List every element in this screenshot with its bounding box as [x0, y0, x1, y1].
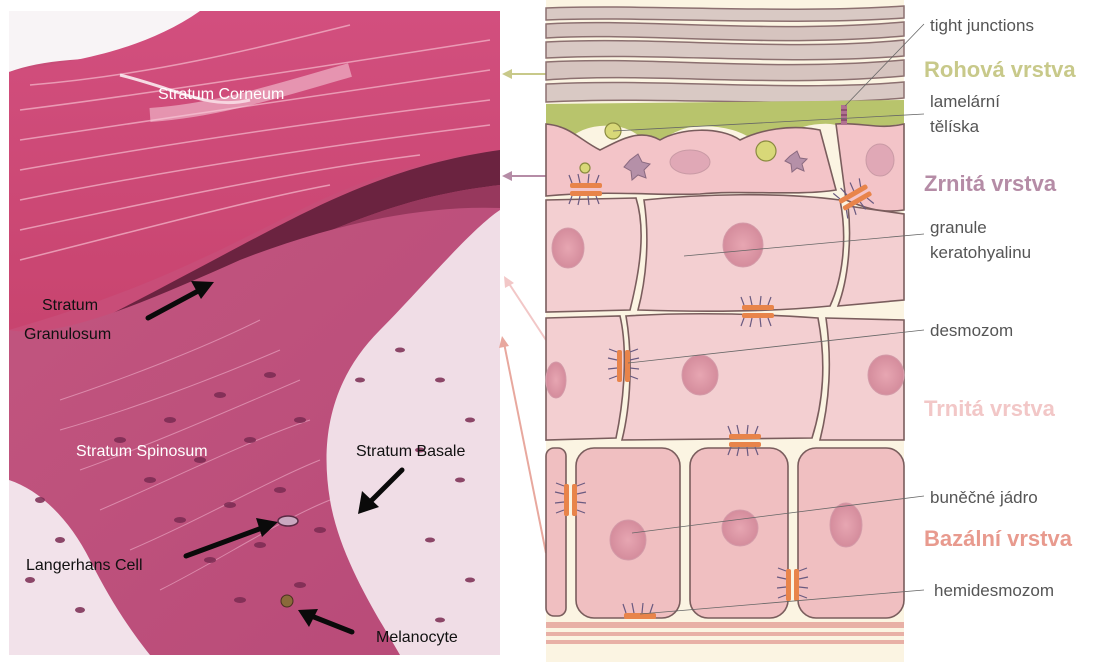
- connector-spinosum: [504, 276, 546, 340]
- label-trnita-vrstva: Trnitá vrstva: [924, 396, 1056, 421]
- schematic-panel: [546, 0, 904, 662]
- label-lamellar-line2: tělíska: [930, 117, 980, 136]
- label-hemidesmosome: hemidesmozom: [934, 581, 1054, 600]
- label-rohova-vrstva: Rohová vrstva: [924, 57, 1076, 82]
- label-langerhans-cell: Langerhans Cell: [26, 557, 143, 574]
- label-stratum-basale: Stratum Basale: [356, 443, 465, 460]
- label-stratum-granulosum-line1: Stratum: [42, 297, 98, 314]
- label-nucleus: buněčné jádro: [930, 488, 1038, 507]
- label-stratum-granulosum-line2: Granulosum: [24, 326, 111, 343]
- label-granules-line1: granule: [930, 218, 987, 237]
- label-lamellar-line1: lamelární: [930, 92, 1000, 111]
- panel-connectors: [499, 69, 546, 553]
- micrograph-panel: Stratum Corneum Stratum Granulosum Strat…: [9, 11, 500, 655]
- langerhans-cell-marker: [278, 516, 298, 526]
- label-stratum-corneum: Stratum Corneum: [158, 86, 284, 103]
- label-granules-line2: keratohyalinu: [930, 243, 1031, 262]
- label-bazalni-vrstva: Bazální vrstva: [924, 526, 1073, 551]
- connector-basale: [499, 336, 546, 553]
- tight-junction: [841, 105, 847, 125]
- label-tight-junctions: tight junctions: [930, 16, 1034, 35]
- connector-granulosum: [502, 171, 546, 181]
- label-zrnita-vrstva: Zrnitá vrstva: [924, 171, 1057, 196]
- connector-corneum: [502, 69, 546, 79]
- schematic-labels: tight junctions Rohová vrstva lamelární …: [924, 16, 1076, 600]
- label-desmosome: desmozom: [930, 321, 1013, 340]
- basement-membrane: [546, 622, 904, 644]
- melanocyte-marker: [281, 595, 293, 607]
- label-stratum-spinosum: Stratum Spinosum: [76, 443, 208, 460]
- label-melanocyte: Melanocyte: [376, 629, 458, 646]
